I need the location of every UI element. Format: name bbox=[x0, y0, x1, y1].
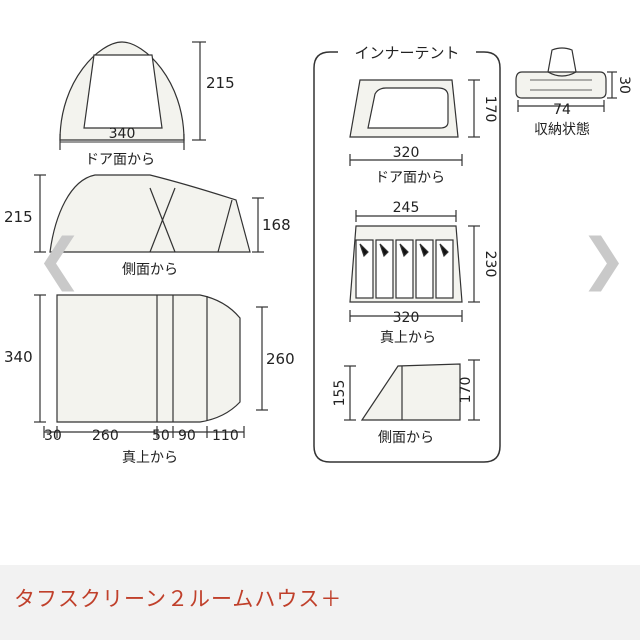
top-view-depth: 340 bbox=[4, 348, 33, 366]
inner-door-view bbox=[349, 79, 480, 166]
top-view-segment-1: 30 bbox=[44, 428, 62, 444]
inner-side-height-right: 170 bbox=[458, 377, 474, 404]
side-view-height-left: 215 bbox=[4, 208, 33, 226]
inner-side-height-left: 155 bbox=[332, 380, 348, 407]
side-view bbox=[34, 174, 264, 253]
top-view-segment-3: 50 bbox=[152, 428, 170, 444]
top-view-segment-2: 260 bbox=[92, 428, 119, 444]
sleeping-bag bbox=[435, 239, 454, 299]
storage-length: 74 bbox=[553, 102, 571, 118]
next-image-button[interactable]: ❯ bbox=[580, 227, 627, 292]
inner-top-width-bottom: 320 bbox=[393, 310, 420, 326]
sleeping-bag bbox=[415, 239, 434, 299]
sleeping-bags bbox=[355, 239, 454, 299]
inner-door-label: ドア面から bbox=[375, 170, 445, 186]
storage-label: 収納状態 bbox=[534, 122, 590, 138]
storage-bag-handle bbox=[547, 47, 577, 73]
sleeping-bag bbox=[355, 239, 374, 299]
inner-door-height: 170 bbox=[482, 96, 498, 123]
top-view-label: 真上から bbox=[122, 450, 178, 466]
inner-side-view bbox=[344, 359, 480, 421]
top-view-outline bbox=[56, 294, 241, 423]
tent-dimension-diagram: 340 215 ドア面から 215 168 側面から 340 bbox=[4, 41, 632, 466]
storage-bag-body bbox=[515, 71, 607, 99]
door-view-height: 215 bbox=[206, 74, 235, 92]
sleeping-bag bbox=[375, 239, 394, 299]
product-image-panel: 340 215 ドア面から 215 168 側面から 340 bbox=[0, 0, 640, 565]
product-title: タフスクリーン２ルームハウス＋ bbox=[14, 587, 343, 611]
storage-bag bbox=[515, 47, 617, 112]
inner-side-label: 側面から bbox=[378, 430, 434, 446]
side-view-body bbox=[49, 174, 251, 253]
storage-height: 30 bbox=[616, 76, 632, 94]
side-view-height-right: 168 bbox=[262, 216, 291, 234]
sleeping-bag bbox=[395, 239, 414, 299]
door-view-door bbox=[83, 54, 163, 129]
top-view-segment-5: 110 bbox=[212, 428, 239, 444]
inner-door-opening bbox=[367, 87, 449, 129]
prev-image-button[interactable]: ❮ bbox=[36, 227, 83, 292]
inner-top-depth: 230 bbox=[482, 251, 498, 278]
door-view-label: ドア面から bbox=[85, 152, 155, 168]
inner-tent-panel bbox=[313, 51, 501, 463]
inner-door-width: 320 bbox=[393, 145, 420, 161]
top-view-depth-right: 260 bbox=[266, 350, 295, 368]
inner-side-body bbox=[360, 363, 461, 421]
top-view bbox=[34, 294, 268, 438]
inner-top-width-top: 245 bbox=[393, 200, 420, 216]
door-view bbox=[59, 41, 206, 150]
caption-bar: タフスクリーン２ルームハウス＋ bbox=[0, 565, 640, 640]
top-view-segment-4: 90 bbox=[178, 428, 196, 444]
door-view-width: 340 bbox=[109, 126, 136, 142]
inner-top-label: 真上から bbox=[380, 330, 436, 346]
inner-tent-title: インナーテント bbox=[354, 44, 459, 62]
side-view-label: 側面から bbox=[122, 262, 178, 278]
